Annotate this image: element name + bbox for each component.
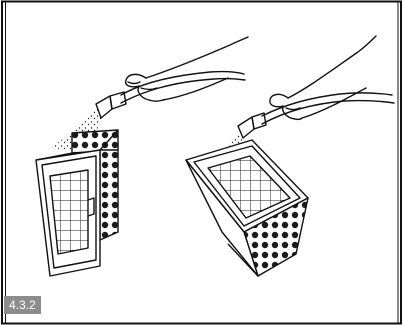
left-filter-cartridge	[36, 130, 118, 276]
left-hand-with-hose	[96, 37, 248, 118]
figure-number-label: 4.3.2	[4, 296, 41, 314]
right-filter-cartridge	[186, 140, 308, 276]
right-hand-with-hose	[238, 36, 394, 138]
